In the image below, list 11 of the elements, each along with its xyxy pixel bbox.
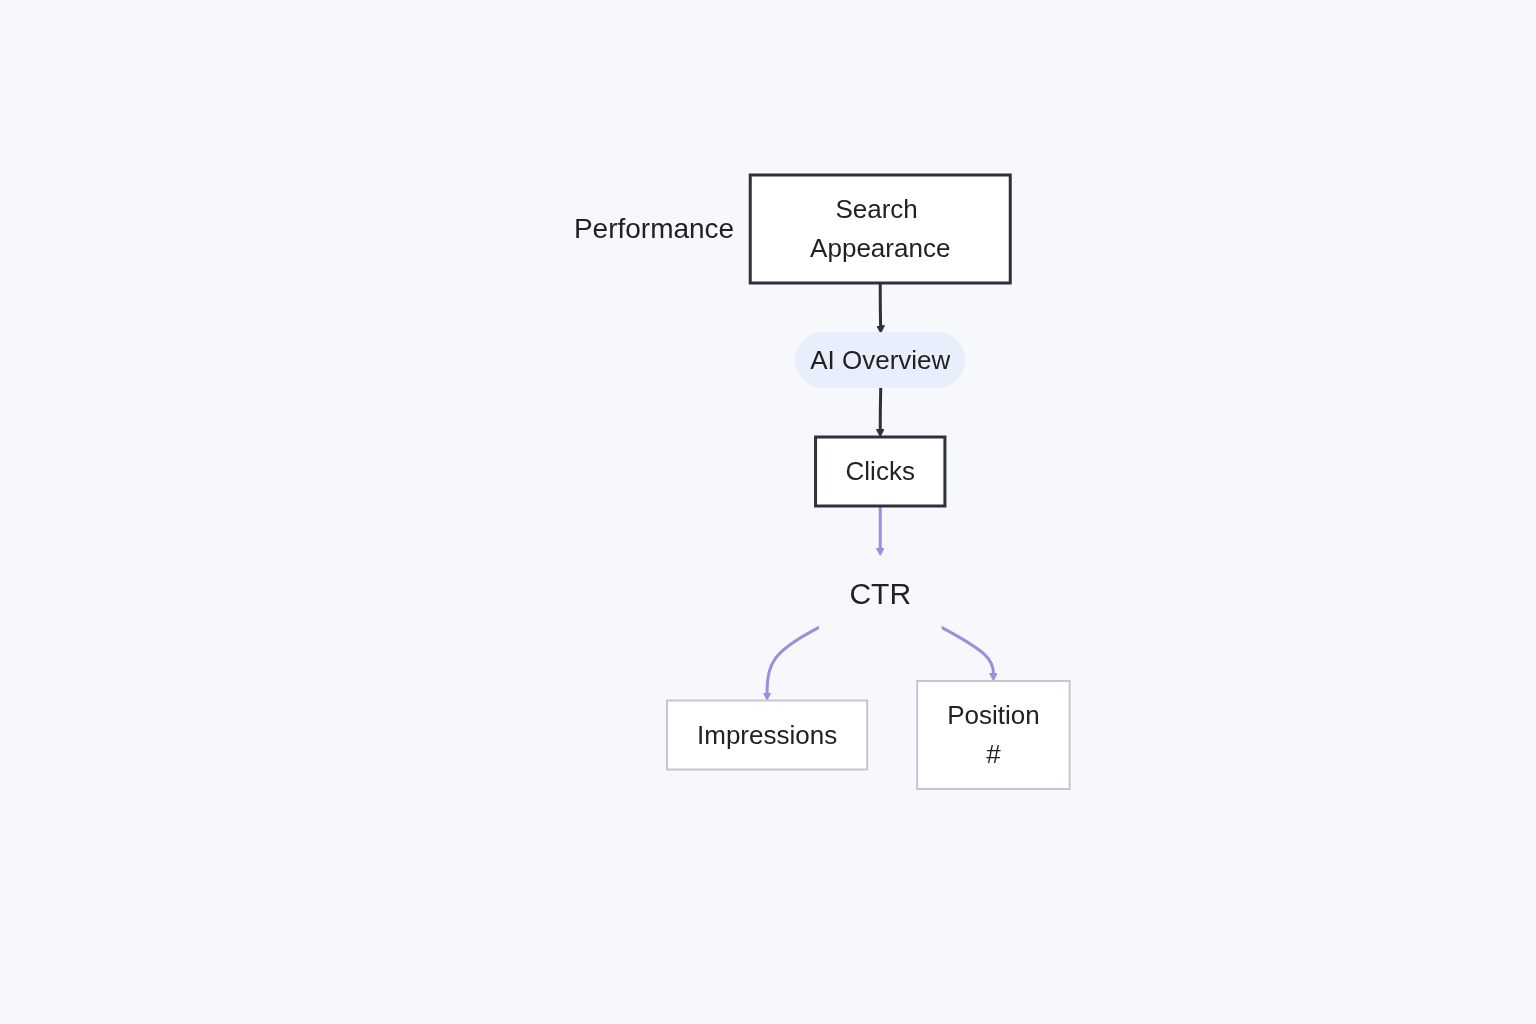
arrow (875, 283, 885, 334)
node-box: Impressions (665, 699, 868, 771)
arrow (875, 506, 885, 557)
arrow (940, 625, 998, 682)
arrow (875, 387, 885, 438)
node-text: CTR (849, 577, 911, 610)
section-label: Performance (573, 213, 735, 245)
node-box: Clicks (813, 435, 947, 508)
arrow (762, 625, 820, 701)
node-box: Search Appearance (748, 173, 1012, 285)
node-box: Position # (915, 680, 1071, 790)
